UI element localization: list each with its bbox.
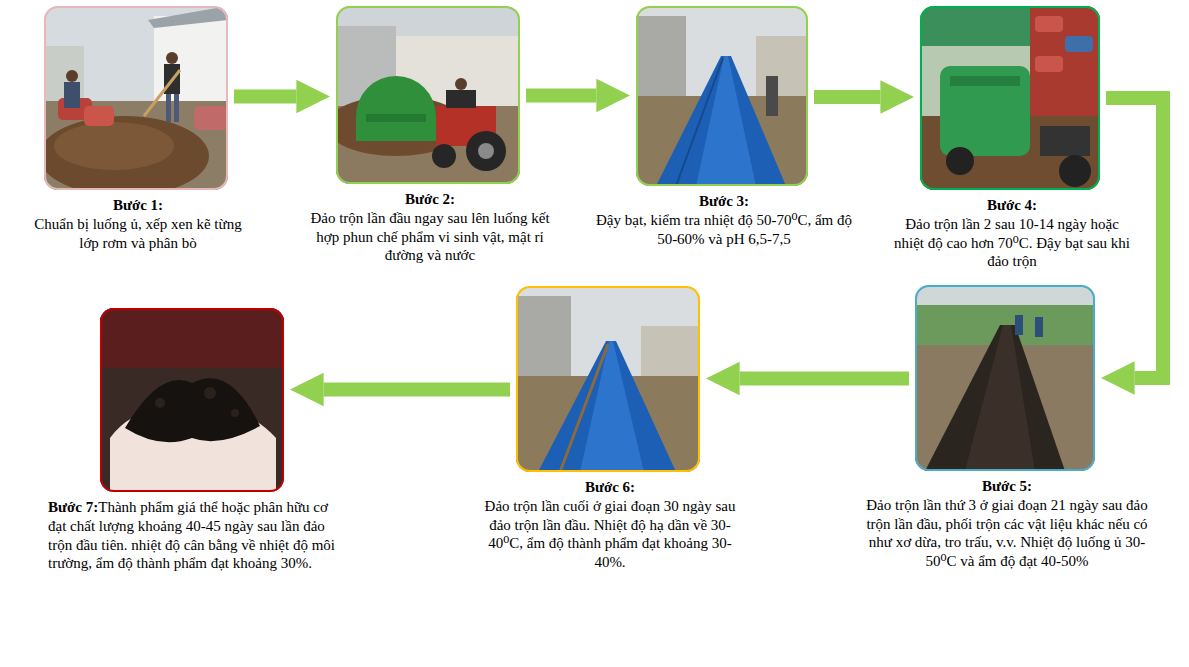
step-heading: Bước 5: [857,477,1157,496]
flow-arrow [740,372,909,386]
flow-arrow [324,383,510,397]
step-caption: Bước 7:Thành phẩm giá thể hoặc phân hữu … [48,498,348,573]
photo-step-4 [920,6,1100,190]
step-photo-frame: Bước 4:Đảo trộn lần 2 sau 10-14 ngày hoặ… [920,6,1100,190]
step-caption: Bước 4:Đảo trộn lần 2 sau 10-14 ngày hoặ… [893,196,1131,271]
step-heading: Bước 7: [48,499,98,515]
step-caption: Bước 5:Đảo trộn lần thứ 3 ở giai đoạn 21… [857,477,1157,571]
step-description: Chuẩn bị luống ủ, xếp xen kẽ từng lớp rơ… [23,215,253,253]
flow-arrow [526,89,596,103]
tractor-mixing-photo [336,6,520,184]
step-heading: Bước 2: [299,190,561,209]
step-description: Đảo trộn lần 2 sau 10-14 ngày hoặc nhiệt… [893,215,1131,271]
step-photo-frame: Bước 5:Đảo trộn lần thứ 3 ở giai đoạn 21… [915,285,1095,471]
mixer-machine-photo [920,6,1100,190]
flow-arrow [814,90,880,104]
step-heading: Bước 4: [893,196,1131,215]
step-photo-frame: Bước 7:Thành phẩm giá thể hoặc phân hữu … [100,308,284,492]
step-photo-frame: Bước 6:Đảo trộn lần cuối ở giai đoạn 30 … [516,286,700,472]
photo-step-2 [336,6,520,184]
step-photo-frame: Bước 1:Chuẩn bị luống ủ, xếp xen kẽ từng… [44,6,228,190]
photo-step-6 [516,286,700,472]
step-photo-frame: Bước 3:Đậy bạt, kiểm tra nhiệt độ 50-70⁰… [636,6,808,186]
step-caption: Bước 2:Đảo trộn lần đầu ngay sau lên luố… [299,190,561,265]
photo-step-3 [636,6,808,186]
step-photo-frame: Bước 2:Đảo trộn lần đầu ngay sau lên luố… [336,6,520,184]
step-caption: Bước 6:Đảo trộn lần cuối ở giai đoạn 30 … [479,478,741,572]
covered-row-photo [516,286,700,472]
step-description: Đảo trộn lần thứ 3 ở giai đoạn 21 ngày s… [857,496,1157,571]
photo-step-7 [100,308,284,492]
photo-step-5 [915,285,1095,471]
step-caption: Bước 3:Đậy bạt, kiểm tra nhiệt độ 50-70⁰… [588,192,860,248]
step-heading: Bước 6: [479,478,741,497]
step-heading: Bước 3: [588,192,860,211]
covered-row-photo [636,6,808,186]
finished-compost-photo [100,308,284,492]
open-row-photo [915,285,1095,471]
step-description: Đảo trộn lần cuối ở giai đoạn 30 ngày sa… [479,497,741,572]
flow-arrow [234,90,296,104]
step-description: Đảo trộn lần đầu ngay sau lên luống kết … [299,209,561,265]
step-heading: Bước 1: [23,196,253,215]
step-caption: Bước 1:Chuẩn bị luống ủ, xếp xen kẽ từng… [23,196,253,252]
compost-pile-photo [44,6,228,190]
step-description: Đậy bạt, kiểm tra nhiệt độ 50-70⁰C, ẩm đ… [588,211,860,249]
photo-step-1 [44,6,228,190]
